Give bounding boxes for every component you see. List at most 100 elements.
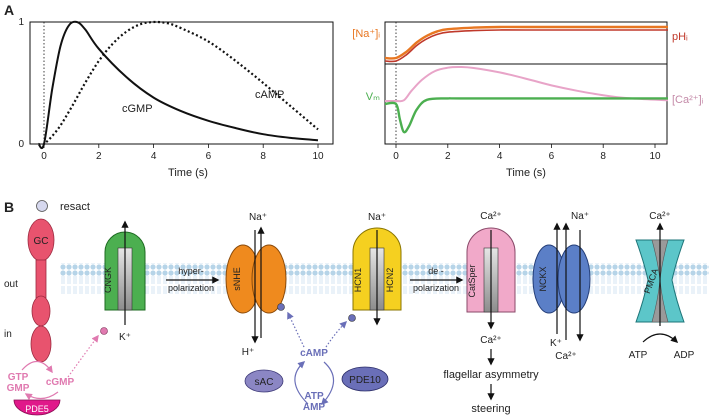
label-in: in: [4, 329, 12, 340]
cngk-label: CNGK: [103, 267, 113, 293]
gtp-to-cgmp-arrow: [21, 360, 53, 374]
right-x-tick-label: 8: [600, 151, 606, 162]
gc-receptor: resact GC: [27, 200, 90, 363]
hyperpolarization-label-1: hyper-: [178, 266, 204, 276]
snhe-na-label: Na⁺: [249, 212, 267, 223]
cgmp-to-gmp-arrow: [24, 391, 59, 401]
gtp-label: GTP: [8, 372, 29, 383]
na-trace: [384, 25, 668, 60]
gc-kinase-domain: [31, 295, 51, 327]
sac-enzyme: [244, 369, 284, 393]
cgmp-label: cGMP: [46, 377, 75, 388]
nckx-ca-label: Ca²⁺: [555, 351, 576, 362]
gc-transmembrane: [35, 259, 47, 299]
nckx-k-label: K⁺: [550, 338, 562, 349]
resact-label: resact: [60, 201, 90, 213]
na-trace-label: [Na⁺]ᵢ: [352, 28, 380, 40]
right-x-tick-label: 0: [393, 151, 399, 162]
pde10-enzyme: [341, 366, 389, 392]
left-y-tick-1: 1: [18, 17, 24, 28]
panel-label-b: B: [4, 199, 14, 215]
nckx-exchanger: NCKX Na⁺ K⁺ Ca²⁺: [532, 211, 591, 362]
cgmp-curve-label: cGMP: [122, 103, 153, 115]
flagellar-asymmetry-label: flagellar asymmetry: [443, 369, 539, 381]
cngk-channel: CNGK K⁺: [100, 220, 146, 343]
left-x-tick-label: 6: [206, 151, 212, 162]
gc-cyclase-domain: [30, 325, 52, 363]
right-chart: 0 2 4 6 8 10 Time (s) [Na⁺]ᵢ pHᵢ Vₘ [Ca²⁺]ᵢ: [352, 21, 704, 179]
catsper-ca-top-label: Ca²⁺: [480, 211, 501, 222]
ph-trace-label: pHᵢ: [672, 31, 688, 43]
amp-label: AMP: [303, 402, 326, 413]
vm-trace-label: Vₘ: [366, 91, 380, 103]
depolarization-label-2: polarization: [413, 283, 459, 293]
hcn2-label: HCN2: [385, 268, 395, 293]
camp-label: cAMP: [300, 348, 328, 359]
atp-to-camp-arrow: [294, 361, 309, 405]
camp-to-snhe-arrow: [287, 311, 305, 348]
right-x-tick-label: 2: [445, 151, 451, 162]
resact-ligand: [36, 200, 48, 212]
hcn-channel: HCN1 HCN2 Na⁺: [348, 212, 402, 326]
left-x-tick-label: 0: [41, 151, 47, 162]
label-out: out: [4, 279, 18, 290]
left-x-tick-label: 8: [260, 151, 266, 162]
snhe-right-lobe: [251, 244, 287, 314]
cngk-k-label: K⁺: [119, 332, 131, 343]
atp-hydrolysis-arrow: [642, 333, 679, 343]
left-x-axis-label: Time (s): [168, 167, 208, 179]
right-x-axis-label: Time (s): [506, 167, 546, 179]
pmca-pump: PMCA Ca²⁺ ATP ADP: [629, 211, 695, 361]
ph-trace: [384, 29, 668, 63]
catsper-ca-bottom-label: Ca²⁺: [480, 335, 501, 346]
right-x-tick-label: 4: [497, 151, 503, 162]
depolarization-label-1: de -: [428, 266, 444, 276]
snhe-h-label: H⁺: [242, 347, 255, 358]
catsper-channel: CatSper Ca²⁺ Ca²⁺ flagellar asymmetry st…: [443, 211, 539, 415]
sac-label: sAC: [255, 377, 274, 388]
nckx-na-label: Na⁺: [571, 211, 589, 222]
steering-label: steering: [471, 403, 510, 415]
cgmp-curve: [37, 20, 319, 150]
right-x-tick-label: 6: [549, 151, 555, 162]
left-x-tick-label: 2: [96, 151, 102, 162]
pde5-enzyme: [13, 399, 61, 416]
left-x-ticks: 0 2 4 6 8 10: [41, 144, 324, 162]
right-x-ticks: 0 2 4 6 8 10: [393, 144, 661, 162]
right-x-tick-label: 10: [649, 151, 661, 162]
camp-to-amp-arrow: [321, 361, 335, 406]
hcn-camp-site: [348, 314, 356, 322]
catsper-label: CatSper: [467, 264, 477, 297]
left-chart: 1 0 0 2 4 6 8 10 Time (s) cGMP cAMP: [18, 17, 334, 179]
hcn1-label: HCN1: [353, 268, 363, 293]
camp-curve: [38, 20, 319, 147]
left-x-tick-label: 10: [312, 151, 324, 162]
hyperpolarization-label-2: polarization: [168, 283, 214, 293]
ca-trace: [384, 65, 669, 103]
cgmp-to-cngk-arrow: [67, 334, 99, 378]
nckx-label: NCKX: [538, 266, 548, 291]
vm-trace: [384, 97, 668, 134]
snhe-label: sNHE: [232, 267, 242, 291]
left-x-tick-label: 4: [151, 151, 157, 162]
camp-curve-label: cAMP: [255, 89, 284, 101]
right-chart-frame: [384, 21, 668, 145]
pmca-ca-label: Ca²⁺: [649, 211, 670, 222]
ca-trace-label: [Ca²⁺]ᵢ: [672, 94, 704, 106]
pde5-label: PDE5: [25, 404, 49, 414]
left-chart-frame: [29, 21, 334, 145]
pmca-atp-label: ATP: [629, 350, 648, 361]
atp-label: ATP: [304, 391, 324, 402]
pde10-label: PDE10: [349, 375, 381, 386]
snhe-camp-site: [277, 303, 285, 311]
gmp-label: GMP: [7, 383, 30, 394]
camp-to-hcn-arrow: [325, 320, 348, 348]
hcn-na-label: Na⁺: [368, 212, 386, 223]
gc-label: GC: [34, 236, 49, 247]
nckx-right-lobe: [557, 244, 591, 314]
pmca-adp-label: ADP: [674, 350, 695, 361]
snhe-exchanger: sNHE Na⁺ H⁺: [225, 212, 287, 358]
panel-label-a: A: [4, 2, 14, 18]
left-y-tick-0: 0: [18, 139, 24, 150]
